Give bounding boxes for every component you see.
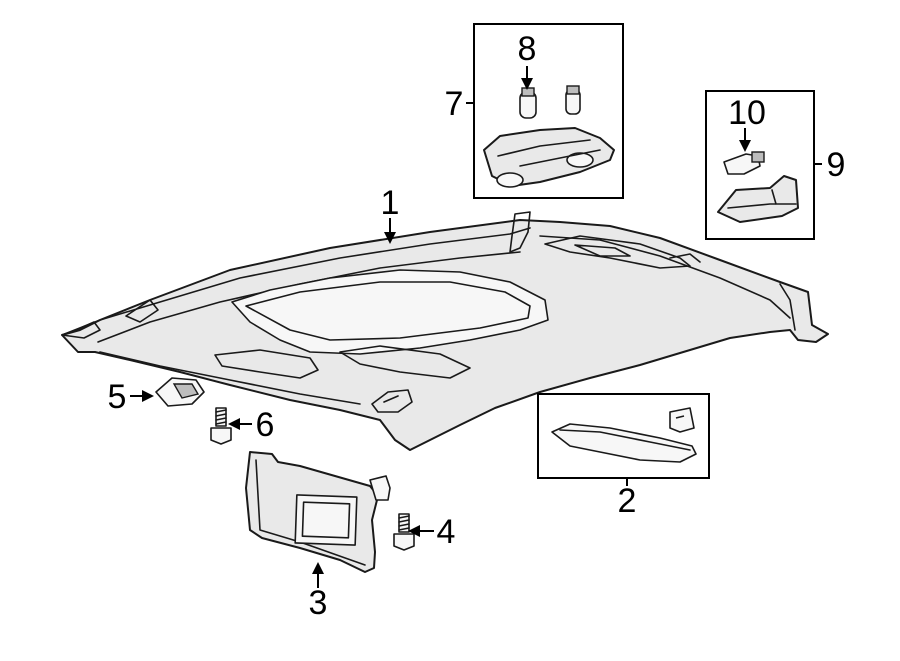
callout-10: 10 <box>728 94 766 132</box>
arrow-3 <box>312 562 324 574</box>
headliner-rear-detail <box>339 345 471 379</box>
visor-trim-panel[interactable] <box>551 423 697 463</box>
callout-7: 7 <box>445 85 464 123</box>
grab-handle-mount <box>371 389 413 413</box>
headliner[interactable] <box>61 211 829 451</box>
bulb-8a-base <box>521 87 535 97</box>
sunroof-inner <box>245 281 531 341</box>
callout-8: 8 <box>518 30 537 68</box>
arrow-1 <box>384 232 396 244</box>
bulb-10-glass <box>723 153 761 175</box>
screw-6[interactable] <box>210 407 232 445</box>
callout-2: 2 <box>618 482 637 520</box>
callout-numbers: 1 2 3 4 5 6 7 8 9 10 <box>108 30 846 622</box>
callout-4: 4 <box>437 513 456 551</box>
dome-lamp-assembly[interactable] <box>483 127 615 188</box>
arrow-5 <box>142 390 154 402</box>
bulb-10[interactable] <box>723 151 765 175</box>
bulb-8b[interactable] <box>565 85 581 115</box>
callout-5: 5 <box>108 378 127 416</box>
callout-leaders <box>130 66 822 588</box>
screw-4-thread <box>398 515 410 531</box>
visor-hinge-bracket <box>369 475 391 501</box>
callout-1: 1 <box>381 184 400 222</box>
clip-5[interactable] <box>155 377 205 407</box>
sun-visor[interactable] <box>245 451 391 573</box>
map-lamp-assembly[interactable] <box>717 175 799 223</box>
part-7-detail-box <box>473 23 624 199</box>
screw-6-thread <box>215 409 227 425</box>
headliner-rear-edge <box>99 351 361 405</box>
part-7-frame <box>473 23 624 199</box>
bulb-10-base <box>751 151 765 163</box>
vanity-mirror-inner <box>301 501 351 539</box>
rear-console-recess <box>214 349 319 379</box>
headliner-left-tab <box>125 299 159 323</box>
dome-lamp-rib <box>497 139 601 167</box>
dome-lens-left <box>496 172 524 188</box>
screw-4-head <box>393 533 415 551</box>
clip-5-face <box>172 383 200 399</box>
screw-6-head <box>210 427 232 445</box>
front-console-recess <box>544 235 691 269</box>
bulb-8b-base <box>566 85 580 95</box>
map-lamp-detail <box>727 189 797 209</box>
screw-4[interactable] <box>393 513 415 551</box>
headliner-side-flange <box>509 211 531 253</box>
screw-6-shank <box>215 407 227 427</box>
arrow-10 <box>739 140 751 152</box>
callout-3: 3 <box>309 584 328 622</box>
screw-4-shank <box>398 513 410 533</box>
sun-visor-edge <box>255 459 366 566</box>
callout-9: 9 <box>827 146 846 184</box>
dome-lens-right <box>566 152 594 168</box>
trim-clip[interactable] <box>669 407 695 433</box>
bulb-8a[interactable] <box>519 87 537 119</box>
headliner-front-edge <box>61 227 531 336</box>
vanity-mirror <box>294 494 358 546</box>
headliner-right-pillar <box>669 253 796 331</box>
arrow-4 <box>408 525 420 537</box>
arrow-8 <box>521 78 533 90</box>
part-2-detail-box <box>537 393 710 479</box>
callout-6: 6 <box>256 406 275 444</box>
headliner-clip-front <box>61 321 101 339</box>
visor-trim-edge <box>559 429 691 451</box>
map-lamp-housing <box>717 175 799 223</box>
part-2-frame <box>537 393 710 479</box>
arrow-6 <box>228 418 240 430</box>
